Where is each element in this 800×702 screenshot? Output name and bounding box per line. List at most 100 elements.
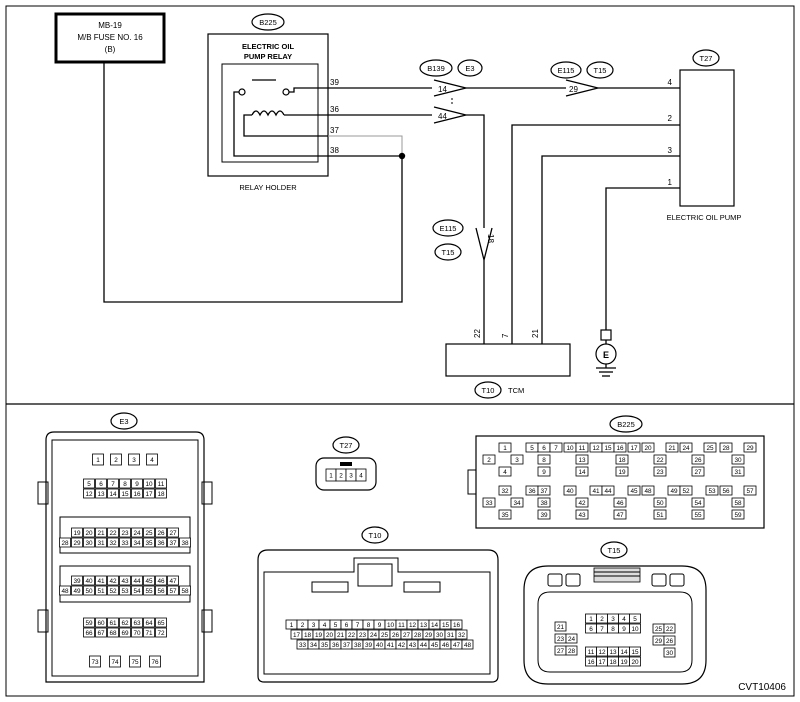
pin-cell [131, 627, 143, 638]
pin-cell [95, 627, 107, 638]
pin-cell [119, 575, 131, 586]
ground-terminal [600, 329, 612, 341]
pump-conn-tag-t15 [586, 61, 614, 79]
pin-cell [663, 647, 676, 658]
pin-label: 14 [109, 491, 117, 498]
pin-label: 22 [656, 457, 664, 464]
pin-cell [119, 527, 131, 538]
pin-label: 4 [503, 469, 507, 476]
e3-latch-l1 [37, 481, 49, 505]
relay-body [221, 63, 319, 163]
pin-cell [83, 527, 95, 538]
pin-label: 39 [73, 578, 81, 585]
pin-cell [613, 497, 627, 508]
pin-label: 1 [589, 616, 593, 623]
pin-cell [565, 633, 578, 644]
pin-cell [537, 497, 551, 508]
pin-label: 18 [618, 457, 626, 464]
wire-44-down [466, 114, 485, 228]
pin-label: 46 [442, 642, 450, 649]
pin-label: 11 [398, 622, 405, 629]
relay-connector-label: B225 [259, 18, 277, 27]
pin-label: 21 [97, 530, 105, 537]
pin-label: 26 [392, 632, 400, 639]
pin-label: 44 [133, 578, 141, 585]
pin-cell [613, 509, 627, 520]
pin-label: 28 [568, 648, 576, 655]
pin-cell [109, 655, 121, 668]
pin-label: 51 [656, 512, 664, 519]
pin-label: 20 [85, 530, 93, 537]
t10-inner [263, 557, 491, 675]
pin-label: 25 [145, 530, 153, 537]
relay-title-1: ELECTRIC OIL [242, 42, 295, 51]
pin-cell [549, 442, 563, 453]
pin-label: 24 [370, 632, 378, 639]
t15-tag-label: T15 [608, 546, 621, 555]
pin-label: 5 [87, 481, 91, 488]
pin-label: 44 [604, 488, 612, 495]
tcm-conn-arrow [475, 227, 493, 261]
pin-label: 20 [644, 445, 652, 452]
relay-block: B225 ELECTRIC OIL PUMP RELAY RELAY HOLDE… [207, 13, 329, 192]
pin-cell [107, 527, 119, 538]
pin-cell [575, 497, 589, 508]
pin-cell [653, 454, 667, 465]
pin-label: 36 [528, 488, 536, 495]
e3-block-b [59, 565, 191, 603]
pin-cell [563, 485, 577, 496]
pin-label: 38 [354, 642, 362, 649]
pin-cell [131, 617, 143, 628]
pin-cell [95, 478, 107, 489]
pin-label: 14 [578, 469, 586, 476]
joint-tag-b139-label: B139 [427, 64, 445, 73]
pin-cell [107, 627, 119, 638]
pin-label: 20 [631, 659, 639, 666]
pin-label: 43 [578, 512, 586, 519]
e3-shell [45, 431, 205, 683]
pin-cell [629, 623, 641, 634]
pin-label: 31 [447, 632, 455, 639]
pin-label: 71 [145, 630, 153, 637]
pin-label: 43 [409, 642, 417, 649]
pin-cell [119, 585, 131, 596]
pin-label: 24 [133, 530, 141, 537]
pin-cell [119, 627, 131, 638]
pin-cell [131, 575, 143, 586]
tcm-pin-21: 21 [531, 329, 540, 338]
pump-connector-label: T27 [700, 54, 713, 63]
pin-cell [731, 497, 745, 508]
tcm-connector: E115 T15 18 [432, 219, 495, 261]
pin-label: 23 [656, 469, 664, 476]
pin-label: 12 [85, 491, 93, 498]
pin-cell [629, 646, 641, 657]
e3-inner [51, 439, 199, 677]
pin-label: 48 [61, 588, 69, 595]
pin-label: 32 [458, 632, 466, 639]
pin-cell [575, 509, 589, 520]
pin-cell [167, 537, 179, 548]
pin-label: 63 [133, 620, 141, 627]
pin-label: 17 [598, 659, 606, 666]
pump-pin-1: 1 [668, 178, 673, 187]
pin-label: 56 [722, 488, 730, 495]
pin-label: 59 [85, 620, 93, 627]
pin-cell [731, 466, 745, 477]
pin-label: 22 [666, 626, 674, 633]
pin-label: 21 [337, 632, 345, 639]
pin-label: 16 [133, 491, 141, 498]
pin-label: 2 [301, 622, 305, 629]
pin-label: 25 [381, 632, 389, 639]
relay-wire-37 [243, 114, 328, 137]
pin-cell [83, 617, 95, 628]
pin-label: 14 [620, 649, 628, 656]
pin-cell [129, 655, 141, 668]
pin-cell [143, 478, 155, 489]
pin-cell [355, 468, 367, 482]
pin-cell [613, 442, 627, 453]
pin-cell [450, 619, 463, 630]
pin-label: 16 [453, 622, 461, 629]
ground-label: E [603, 350, 609, 360]
tcm-conn-tag-t15 [434, 243, 462, 261]
t10-shell [257, 549, 499, 683]
